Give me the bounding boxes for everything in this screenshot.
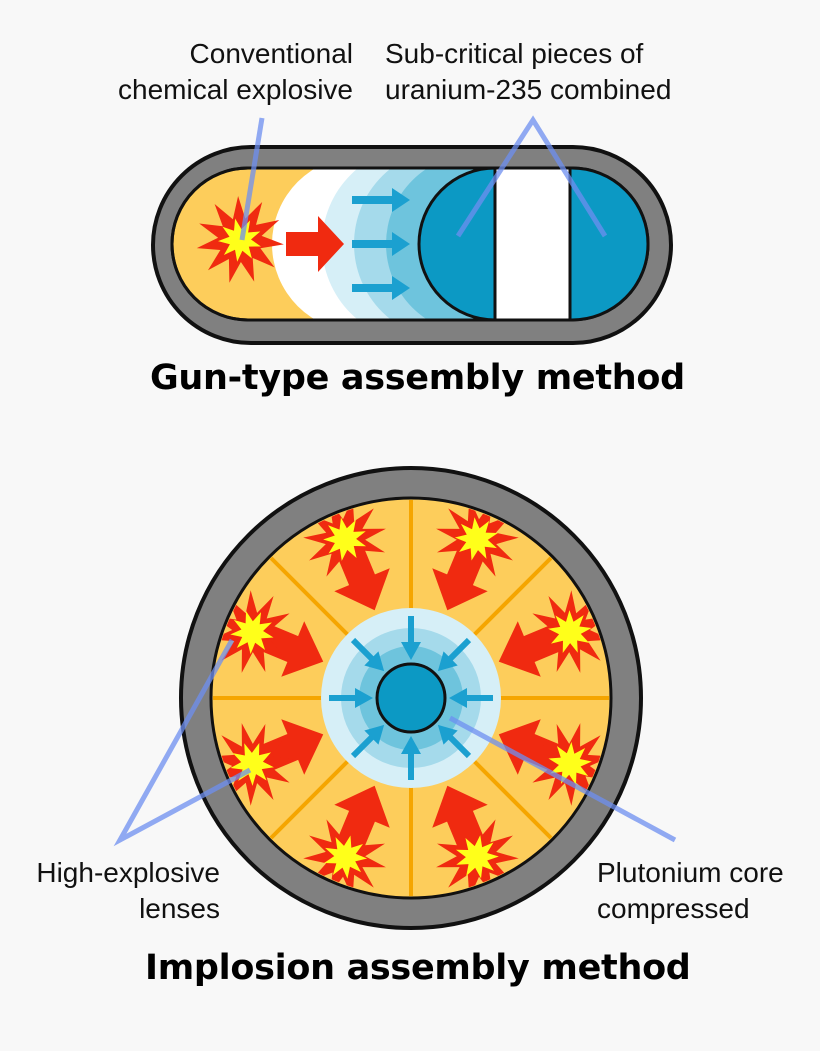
label-line: compressed [597,893,750,924]
pointer-high-explosive-lenses [113,638,252,847]
label-line: High-explosive [36,857,220,888]
core-arrow-shape [437,724,472,759]
core-arrow-shape [437,637,472,672]
shock-arrow [352,276,410,300]
lens-explosion [436,815,519,896]
explosion-inner-flash [218,218,261,262]
core-arrow [401,736,421,780]
lens-explosion [528,590,609,673]
gun-type-device [151,145,673,345]
explosion-inner-flash [454,517,498,561]
pointer-plutonium-core [448,715,677,843]
core-arrow-shape [350,724,385,759]
core-arrow [437,637,472,672]
plutonium-core [375,662,447,734]
core-arrow [350,637,385,672]
pointer-conventional-explosive [239,117,265,241]
core-arrow-shape [329,688,373,708]
core-arrow-shape [350,637,385,672]
explosion-inner-flash [548,610,592,654]
core-arrow [401,616,421,660]
lens-explosion [528,723,609,806]
shock-arrow [352,232,410,256]
core-arrow [329,688,373,708]
lens-explosion [303,815,386,896]
lens-segment [213,590,324,677]
label-line: Sub-critical pieces of [385,38,644,69]
plutonium-core-label: Plutonium core compressed [597,855,784,927]
lens-segment [432,500,519,611]
label-line: lenses [139,893,220,924]
core-arrow [350,724,385,759]
high-explosive-lenses-label: High-explosive lenses [36,855,220,927]
core-arrow-shape [401,616,421,660]
lens-segment [303,785,390,896]
pointer-subcritical-pieces [455,115,608,238]
label-pointers [113,115,677,847]
label-line: Plutonium core [597,857,784,888]
core-arrow [437,724,472,759]
lens-segment [303,500,390,611]
lens-explosion [303,500,386,581]
implosion-title: Implosion assembly method [145,948,691,988]
lens-explosion [213,590,294,673]
explosion-inner-flash [455,835,499,879]
label-line: chemical explosive [118,74,353,105]
gun-type-title: Gun-type assembly method [150,358,685,398]
subcritical-pieces-label: Sub-critical pieces of uranium-235 combi… [385,36,671,108]
explosion-inner-flash [230,611,274,655]
lens-segment [498,590,609,677]
core-arrow-shape [401,736,421,780]
core-arrow [449,688,493,708]
explosion-inner-flash [324,835,368,879]
core-arrow-shape [449,688,493,708]
label-line: uranium-235 combined [385,74,672,105]
implosion-device [179,466,643,930]
propulsion-arrow [286,216,344,272]
gun-barrel-contents [196,168,648,320]
explosion-inner-flash [323,517,367,561]
label-line: Conventional [189,38,353,69]
lens-segment [432,785,519,896]
shock-arrow [352,188,410,212]
lens-explosion [436,500,519,581]
conventional-explosive-label: Conventional chemical explosive [118,36,353,108]
lens-segment [498,719,609,806]
explosion-inner-flash [548,741,592,785]
gun-barrel-outline [170,166,650,322]
